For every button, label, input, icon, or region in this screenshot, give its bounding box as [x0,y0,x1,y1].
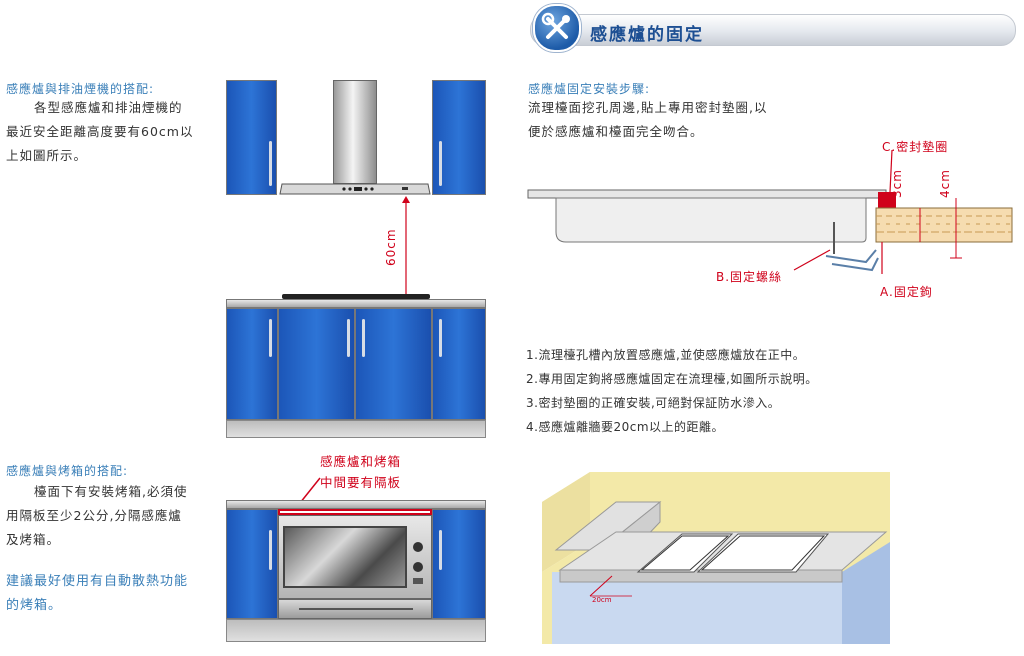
upper-cabinet-left [226,80,277,195]
base-cabinet-3 [355,308,432,420]
counter-illustration [542,472,890,644]
range-hood-description: 各型感應爐和排油煙機的 最近安全距離高度要有60cm以 上如圖所示。 [6,100,194,163]
cooktop-surface [282,294,430,299]
step-1: 1.流理檯孔槽內放置感應爐,並使感應爐放在正中。 [526,348,806,362]
step-4: 4.感應爐離牆要20cm以上的距離。 [526,420,725,434]
oven-knob-2 [413,562,423,572]
oven-section-title: 感應爐與烤箱的搭配: [6,464,129,478]
installation-cross-section [527,150,1013,274]
oven-countertop [226,500,486,509]
base-cabinet-2 [278,308,355,420]
oven-recommendation: 建議最好使用有自動散熱功能 的烤箱。 [6,574,189,613]
oven-body [278,515,432,599]
seal-label: C.密封墊圈 [882,140,949,154]
wall-distance-label: 20cm [592,596,612,604]
page-title: 感應爐的固定 [590,25,704,45]
divider-board [278,509,432,515]
distance-arrow [402,196,410,302]
hood-canopy [279,183,431,195]
oven-cabinet-left [226,509,278,619]
step-3: 3.密封墊圈的正確安裝,可絕對保証防水滲入。 [526,396,781,410]
range-hood-diagram: 60cm [226,80,486,440]
range-hood-section-title: 感應爐與排油煙機的搭配: [6,82,155,96]
base-cabinet-1 [226,308,278,420]
warming-drawer [278,599,432,619]
oven-diagram [226,496,486,644]
install-section-title: 感應爐固定安裝步驟: [528,82,651,96]
step-2: 2.專用固定鉤將感應爐固定在流理檯,如圖所示說明。 [526,372,818,386]
upper-cabinet-right [432,80,486,195]
section-header-bar [530,14,1016,46]
oven-display [413,578,423,584]
oven-plinth [226,619,486,642]
hook-label: A.固定鉤 [880,285,933,299]
hood-chimney [333,80,377,184]
distance-label: 60cm [384,228,398,266]
base-cabinet-4 [432,308,486,420]
oven-cabinet-right [432,509,486,619]
install-steps-list: 1.流理檯孔槽內放置感應爐,並使感應爐放在正中。 2.專用固定鉤將感應爐固定在流… [526,343,946,439]
screw-label: B.固定螺絲 [716,270,783,284]
install-description: 流理檯面挖孔周邊,貼上專用密封墊圈,以 便於感應爐和檯面完全吻合。 [528,100,768,139]
oven-description: 檯面下有安裝烤箱,必須使 用隔板至少2公分,分隔感應爐 及烤箱。 [6,484,188,547]
cabinet-plinth [226,420,486,438]
tools-icon [533,4,581,52]
divider-callout: 感應爐和烤箱 中間要有隔板 [320,454,402,490]
countertop [226,299,486,308]
oven-window [283,526,407,588]
oven-knob-1 [413,542,423,552]
